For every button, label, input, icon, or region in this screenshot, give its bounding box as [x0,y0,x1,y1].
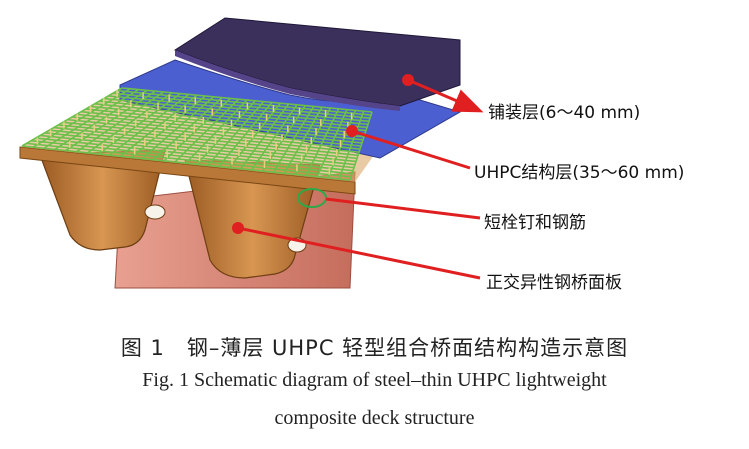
label-studs: 短栓钉和钢筋 [484,213,586,233]
rebar-transverse [185,99,248,164]
stud-highlight-circle [297,188,327,208]
rebar-transverse [316,109,348,177]
rebar-transverse [54,89,148,151]
rebar-transverse [294,107,332,175]
rebar-transverse [119,94,198,157]
rebar-transverse [272,105,315,173]
rebar-transverse [174,98,240,163]
rebar-transverse [141,96,215,160]
rebar-transverse [21,87,123,147]
rebar-transverse [338,110,365,180]
rebar-transverse [250,104,298,171]
caption-chinese: 图 1 钢–薄层 UHPC 轻型组合桥面结构构造示意图 [120,336,629,360]
arrow-uhpc [351,129,471,170]
rebar-transverse [43,88,140,149]
rebar-transverse [163,97,231,162]
rebar-transverse [229,102,281,169]
rebar-transverse [32,88,131,148]
u-rib-left [39,149,166,251]
rebar-transverse [152,97,223,161]
u-rib-right [184,159,321,279]
rebar-transverse [283,106,323,174]
shear-studs [36,89,353,175]
pavement-layer [173,17,461,107]
rebar-transverse [87,92,173,154]
caption-english-line1: Fig. 1 Schematic diagram of steel–thin U… [142,369,607,391]
arrow-pavement [407,78,484,113]
label-deck: 正交异性钢桥面板 [486,273,622,293]
caption-english-line2: composite deck structure [274,407,475,429]
rebar-transverse [218,101,273,167]
rebar-transverse [130,95,206,158]
rebar-transverse [349,111,373,181]
rebar-mesh [21,87,373,181]
rebar-transverse [196,100,256,165]
rebar-transverse [261,105,307,172]
rebar-transverse [76,91,165,153]
rebar-transverse [327,110,357,179]
rebar-transverse [240,103,290,170]
arrow-deck [237,226,481,280]
rebar-transverse [108,93,190,156]
rebar-transverse [305,108,340,176]
label-pavement: 铺装层(6～40 mm) [488,103,641,123]
rebar-transverse [65,90,156,152]
label-uhpc: UHPC结构层(35～60 mm) [474,163,685,183]
deck-structure-diagram [19,17,484,289]
rebar-transverse [98,92,181,155]
rebar-transverse [207,101,265,166]
arrow-studs [325,197,481,220]
